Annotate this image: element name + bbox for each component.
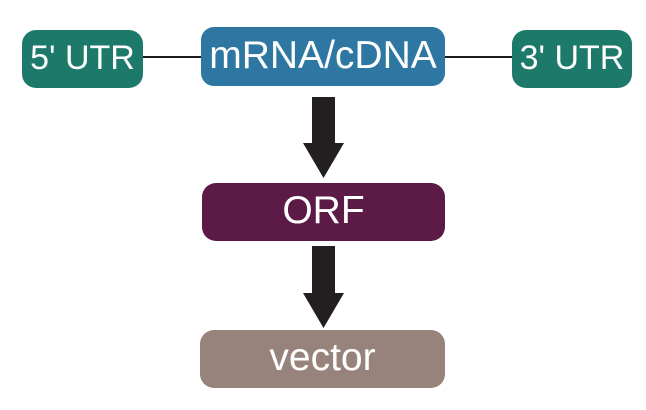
- down-arrow-icon: [303, 97, 344, 178]
- node-mrna-cdna: mRNA/cDNA: [201, 27, 445, 86]
- connector-line-left: [143, 56, 201, 58]
- down-arrow-icon: [303, 246, 344, 328]
- down-arrow-shaft: [312, 246, 335, 294]
- connector-line-right: [445, 56, 512, 58]
- node-3-utr: 3' UTR: [512, 30, 632, 88]
- down-arrow-shaft: [312, 97, 335, 144]
- down-arrow-head: [303, 293, 344, 328]
- node-5-utr: 5' UTR: [22, 30, 143, 88]
- node-orf: ORF: [202, 183, 445, 241]
- down-arrow-head: [303, 143, 344, 178]
- node-vector: vector: [200, 330, 445, 388]
